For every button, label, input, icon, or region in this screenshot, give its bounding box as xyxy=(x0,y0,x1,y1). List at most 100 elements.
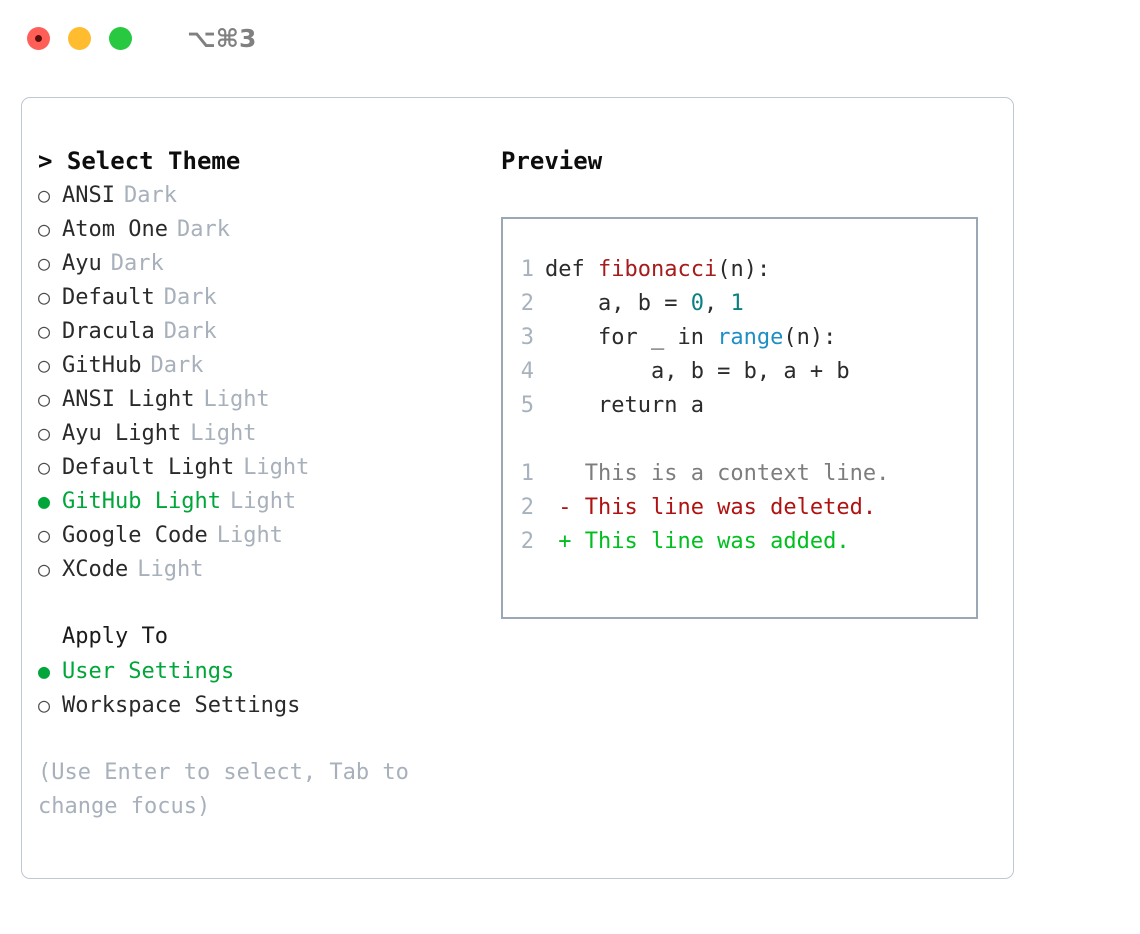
radio-selected-icon: ● xyxy=(38,659,51,683)
title-bar: ⌥⌘3 xyxy=(0,0,1140,76)
line-number: 2 xyxy=(520,495,534,520)
theme-option-github[interactable]: ○ GitHub Dark xyxy=(38,348,478,382)
code-line: 4 a, b = b, a + b xyxy=(503,355,976,389)
line-number: 5 xyxy=(520,393,534,418)
theme-option-tag: Dark xyxy=(123,183,177,208)
theme-option-tag: Dark xyxy=(110,251,164,276)
theme-option-label: ANSI xyxy=(62,183,115,208)
code-token-plain: (n): xyxy=(783,325,837,350)
keyboard-hint-text: (Use Enter to select, Tab to change focu… xyxy=(38,760,423,819)
apply-to-option-label: Workspace Settings xyxy=(62,693,301,718)
code-token-num: 0 xyxy=(690,291,704,316)
radio-unselected-icon: ○ xyxy=(38,421,51,445)
window-controls xyxy=(27,26,132,50)
minimize-button[interactable] xyxy=(68,26,91,50)
apply-to-list[interactable]: ● User Settings ○ Workspace Settings xyxy=(38,654,478,722)
theme-option-tag: Light xyxy=(216,523,283,548)
apply-to-option-workspace-settings[interactable]: ○ Workspace Settings xyxy=(38,688,478,722)
apply-to-option-label: User Settings xyxy=(62,659,235,684)
theme-option-label: GitHub Light xyxy=(62,489,221,514)
theme-option-ayu-light[interactable]: ○ Ayu Light Light xyxy=(38,416,478,450)
code-token-plain: a, b = b, a + b xyxy=(545,359,850,384)
diff-line-del: 2 - This line was deleted. xyxy=(503,491,976,525)
diff-line-text: This is a context line. xyxy=(545,461,890,486)
theme-option-tag: Dark xyxy=(163,285,217,310)
radio-unselected-icon: ○ xyxy=(38,557,51,581)
maximize-button[interactable] xyxy=(109,26,132,50)
theme-option-tag: Light xyxy=(190,421,257,446)
theme-list-heading: > Select Theme xyxy=(38,147,241,175)
theme-option-tag: Light xyxy=(243,455,310,480)
theme-option-label: Dracula xyxy=(62,319,155,344)
code-line: 3 for _ in range(n): xyxy=(503,321,976,355)
code-token-num: 1 xyxy=(730,291,744,316)
theme-option-label: Google Code xyxy=(62,523,208,548)
radio-unselected-icon: ○ xyxy=(38,455,51,479)
theme-option-tag: Dark xyxy=(176,217,230,242)
code-line: 2 a, b = 0, 1 xyxy=(503,287,976,321)
theme-option-label: GitHub xyxy=(62,353,142,378)
line-number: 2 xyxy=(520,291,534,316)
radio-unselected-icon: ○ xyxy=(38,183,51,207)
theme-option-label: Ayu Light xyxy=(62,421,182,446)
code-token-bi: range xyxy=(717,325,784,350)
code-line-text: a, b = 0, 1 xyxy=(545,287,744,321)
theme-option-label: Default Light xyxy=(62,455,235,480)
code-line: 5 return a xyxy=(503,389,976,423)
radio-unselected-icon: ○ xyxy=(38,387,51,411)
theme-option-xcode[interactable]: ○ XCode Light xyxy=(38,552,478,586)
code-token-fn: fibonacci xyxy=(597,257,718,282)
theme-option-tag: Light xyxy=(137,557,204,582)
theme-option-default-light[interactable]: ○ Default Light Light xyxy=(38,450,478,484)
radio-unselected-icon: ○ xyxy=(38,251,51,275)
radio-selected-icon: ● xyxy=(38,489,51,513)
diff-sample: 1 This is a context line.2 - This line w… xyxy=(503,457,976,559)
theme-option-label: Ayu xyxy=(62,251,102,276)
radio-unselected-icon: ○ xyxy=(38,693,51,717)
diff-line-text: - This line was deleted. xyxy=(545,495,877,520)
code-spacer xyxy=(503,423,976,457)
theme-option-tag: Dark xyxy=(150,353,204,378)
theme-option-tag: Dark xyxy=(163,319,217,344)
theme-option-ayu[interactable]: ○ Ayu Dark xyxy=(38,246,478,280)
apply-to-section: Apply To ● User Settings ○ Workspace Settin… xyxy=(38,620,478,722)
code-token-kw: for _ in xyxy=(545,325,718,350)
theme-option-dracula[interactable]: ○ Dracula Dark xyxy=(38,314,478,348)
code-token-plain: , xyxy=(703,291,731,316)
code-line-text: def fibonacci(n): xyxy=(545,253,770,287)
theme-option-label: ANSI Light xyxy=(62,387,195,412)
line-number: 2 xyxy=(520,529,534,554)
apply-to-heading: Apply To xyxy=(62,624,168,649)
radio-unselected-icon: ○ xyxy=(38,217,51,241)
theme-option-github-light[interactable]: ● GitHub Light Light xyxy=(38,484,478,518)
diff-line-text: + This line was added. xyxy=(545,529,850,554)
radio-unselected-icon: ○ xyxy=(38,353,51,377)
code-line-text: return a xyxy=(545,389,704,423)
radio-unselected-icon: ○ xyxy=(38,285,51,309)
diff-line-ctx: 1 This is a context line. xyxy=(503,457,976,491)
theme-option-tag: Light xyxy=(229,489,297,514)
code-token-plain: (n): xyxy=(717,257,771,282)
apply-to-option-user-settings[interactable]: ● User Settings xyxy=(38,654,478,688)
keyboard-shortcut-label: ⌥⌘3 xyxy=(187,23,257,53)
theme-option-label: XCode xyxy=(62,557,129,582)
line-number: 3 xyxy=(520,325,534,350)
code-token-kw: return a xyxy=(545,393,704,418)
theme-option-tag: Light xyxy=(203,387,270,412)
theme-option-ansi-light[interactable]: ○ ANSI Light Light xyxy=(38,382,478,416)
radio-unselected-icon: ○ xyxy=(38,319,51,343)
close-button[interactable] xyxy=(27,26,50,50)
line-number: 4 xyxy=(520,359,534,384)
theme-option-ansi[interactable]: ○ ANSI Dark xyxy=(38,178,478,212)
